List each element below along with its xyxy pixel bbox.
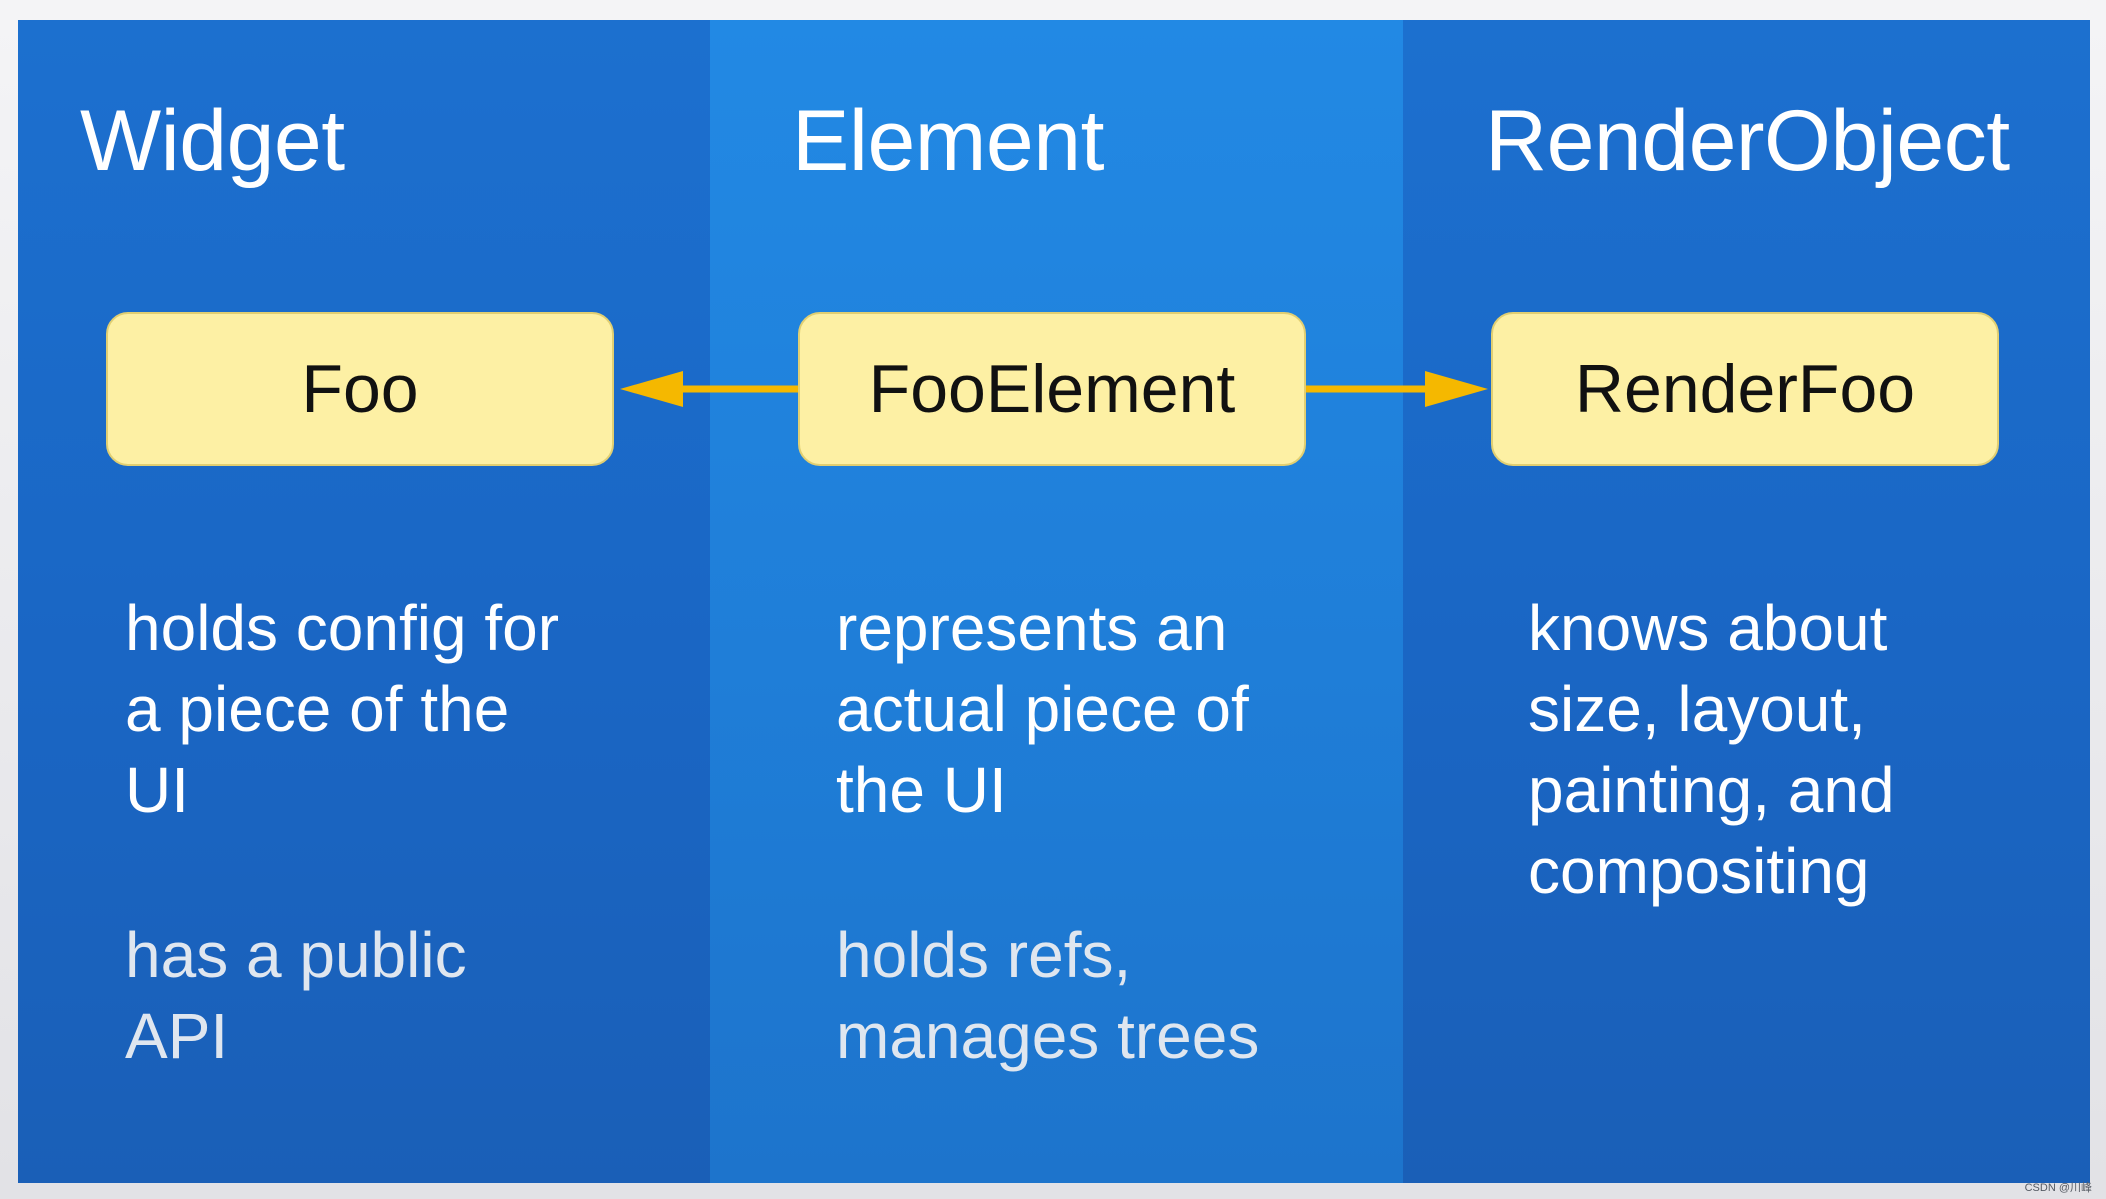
widget-secondary-description: has a public API — [125, 919, 467, 1072]
renderobject-description: knows about size, layout, painting, and … — [1528, 592, 1895, 907]
widget-column-title: Widget — [80, 93, 345, 189]
render-foo-box: RenderFoo — [1491, 312, 1999, 466]
element-column-title: Element — [792, 93, 1105, 189]
watermark: CSDN @川峰 — [2024, 1182, 2092, 1194]
renderobject-column-title: RenderObject — [1485, 93, 2010, 189]
renderobject-column: RenderObject RenderFoo knows about size,… — [1403, 20, 2090, 1183]
element-column: Element FooElement represents an actual … — [710, 20, 1403, 1183]
slide: Widget Foo holds config for a piece of t… — [18, 20, 2090, 1183]
foo-element-box: FooElement — [798, 312, 1306, 466]
element-secondary-description: holds refs, manages trees — [836, 919, 1260, 1072]
element-description: represents an actual piece of the UI — [836, 592, 1249, 826]
foo-box: Foo — [106, 312, 614, 466]
widget-column: Widget Foo holds config for a piece of t… — [18, 20, 710, 1183]
widget-description: holds config for a piece of the UI — [125, 592, 560, 826]
